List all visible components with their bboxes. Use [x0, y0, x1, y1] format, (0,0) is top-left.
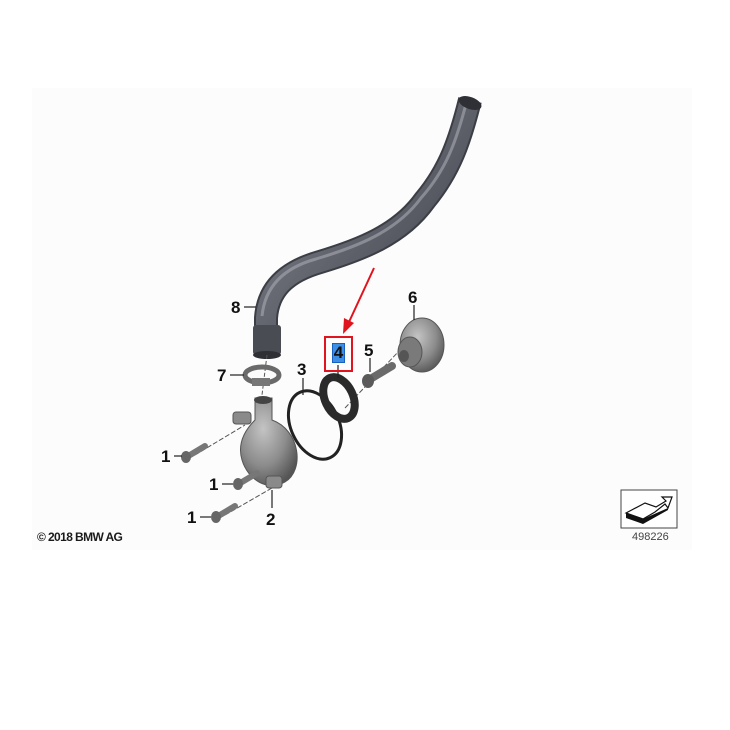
label-8[interactable]: 8: [231, 298, 240, 317]
shaft-seal[interactable]: [317, 372, 361, 424]
highlight-arrow: [343, 267, 375, 334]
label-2[interactable]: 2: [266, 510, 275, 529]
screw[interactable]: [362, 362, 396, 388]
label-1-middle[interactable]: 1: [209, 475, 218, 494]
pump-housing[interactable]: [232, 396, 298, 489]
label-3[interactable]: 3: [297, 360, 306, 379]
coolant-hose[interactable]: [253, 93, 483, 359]
label-1-lower[interactable]: 1: [187, 508, 196, 527]
impeller-hub[interactable]: [397, 317, 445, 373]
label-1-upper[interactable]: 1: [161, 447, 170, 466]
bolt-middle[interactable]: [233, 470, 260, 490]
label-4-selected[interactable]: 4: [332, 343, 345, 363]
copyright-text: © 2018 BMW AG: [37, 530, 123, 544]
hose-clamp[interactable]: [242, 364, 282, 386]
bolt-upper[interactable]: [181, 443, 208, 463]
diagram-panel: [32, 88, 692, 550]
label-7[interactable]: 7: [217, 366, 226, 385]
label-5[interactable]: 5: [364, 341, 373, 360]
label-6[interactable]: 6: [408, 288, 417, 307]
reference-number: 498226: [632, 531, 669, 543]
arrow-nav-icon[interactable]: [620, 489, 678, 529]
bolt-lower[interactable]: [211, 503, 238, 523]
highlight-box: [324, 336, 353, 372]
